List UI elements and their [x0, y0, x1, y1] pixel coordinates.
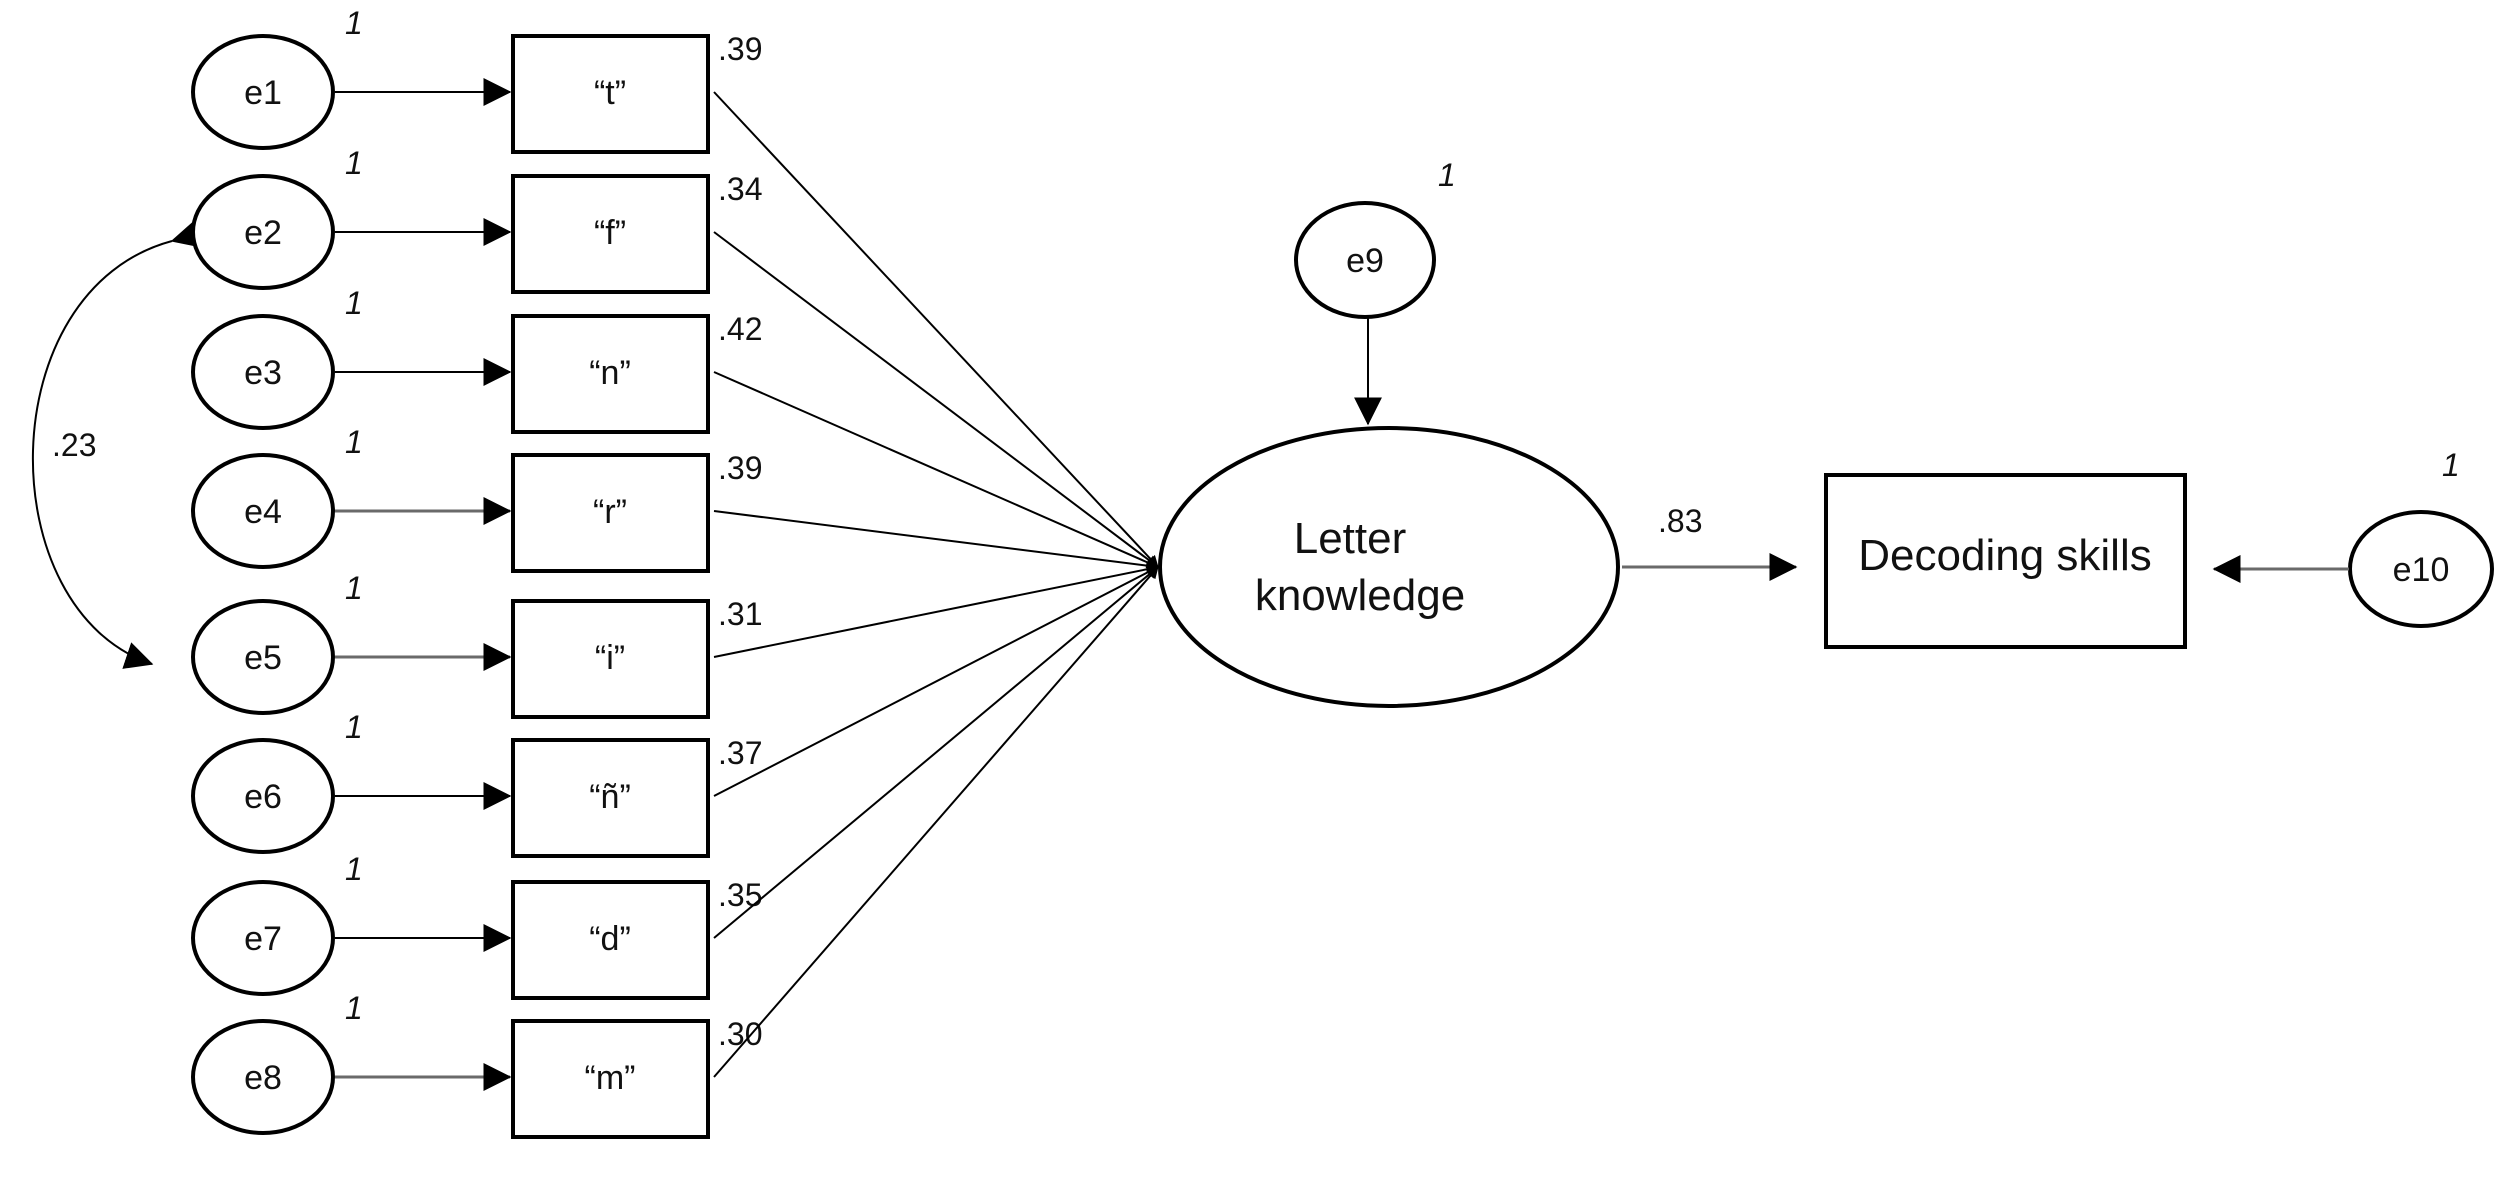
indicator-label: “r”: [593, 493, 627, 531]
loading-arrow: [713, 563, 1159, 658]
loading-arrow: [713, 566, 1159, 939]
indicator-box: [511, 174, 710, 294]
loading-value: .31: [718, 596, 762, 632]
covariance-arc: [31, 220, 202, 669]
indicator-label: “ñ”: [589, 778, 631, 816]
error-variance: 1: [345, 145, 363, 181]
error-label: e4: [244, 493, 282, 531]
error-label: e8: [244, 1059, 282, 1097]
outcome-decoding-skills: [1824, 473, 2187, 649]
indicator-box: [511, 738, 710, 858]
indicator-box: [511, 1019, 710, 1139]
loading-value: .39: [718, 450, 762, 486]
indicator-box: [511, 314, 710, 434]
error-label: e3: [244, 354, 282, 392]
indicator-label: “m”: [585, 1059, 636, 1097]
error-label: e6: [244, 778, 282, 816]
indicator-box: [511, 599, 710, 719]
indicator-label: “f”: [594, 214, 626, 252]
error-variance: 1: [345, 285, 363, 321]
outcome-error-e10: [2348, 510, 2494, 628]
indicator-rows: e1 1 “t” .39 e2 1 “f” .34 e3 1 “n” .42 e4 1 “r” .39 e5 1 “…: [191, 5, 1159, 1139]
error-label: e2: [244, 214, 282, 252]
loading-value: .42: [718, 311, 762, 347]
latent-error-label: e9: [1346, 242, 1384, 280]
latent-label-line2: knowledge: [1255, 571, 1465, 620]
indicator-box: [511, 453, 710, 573]
error-label: e1: [244, 74, 282, 112]
loading-arrow: [713, 566, 1159, 1078]
latent-error-variance: 1: [1438, 157, 1456, 193]
error-variance: 1: [345, 5, 363, 41]
loading-value: .34: [718, 171, 762, 207]
loading-arrow: [713, 91, 1159, 568]
error-variance: 1: [345, 851, 363, 887]
loading-arrow: [713, 371, 1159, 569]
error-label: e5: [244, 639, 282, 677]
loading-arrow: [713, 231, 1159, 568]
outcome-error-variance: 1: [2442, 447, 2460, 483]
loading-arrow: [713, 510, 1159, 572]
error-variance: 1: [345, 990, 363, 1026]
outcome-label: Decoding skills: [1858, 531, 2151, 580]
indicator-box: [511, 34, 710, 154]
latent-error-e9: [1294, 201, 1436, 319]
error-variance: 1: [345, 570, 363, 606]
error-e7: [191, 880, 335, 996]
error-e2: [191, 174, 335, 290]
error-variance: 1: [345, 424, 363, 460]
indicator-label: “i”: [595, 639, 625, 677]
error-e5: [191, 599, 335, 715]
error-e3: [191, 314, 335, 430]
outcome-error-label: e10: [2393, 551, 2450, 589]
error-e8: [191, 1019, 335, 1135]
loading-value: .37: [718, 735, 762, 771]
indicator-label: “t”: [594, 74, 626, 112]
indicator-label: “d”: [589, 920, 631, 958]
loading-arrow: [713, 566, 1159, 797]
indicator-label: “n”: [589, 354, 631, 392]
indicator-box: [511, 880, 710, 1000]
error-e4: [191, 453, 335, 569]
error-variance: 1: [345, 709, 363, 745]
error-label: e7: [244, 920, 282, 958]
loading-value: .39: [718, 31, 762, 67]
loading-value: .35: [718, 877, 762, 913]
error-e6: [191, 738, 335, 854]
error-e1: [191, 34, 335, 150]
covariance-value: .23: [52, 427, 96, 463]
latent-label-line1: Letter: [1294, 514, 1407, 563]
structural-path-value: .83: [1658, 503, 1702, 539]
latent-letter-knowledge: [1158, 426, 1620, 708]
